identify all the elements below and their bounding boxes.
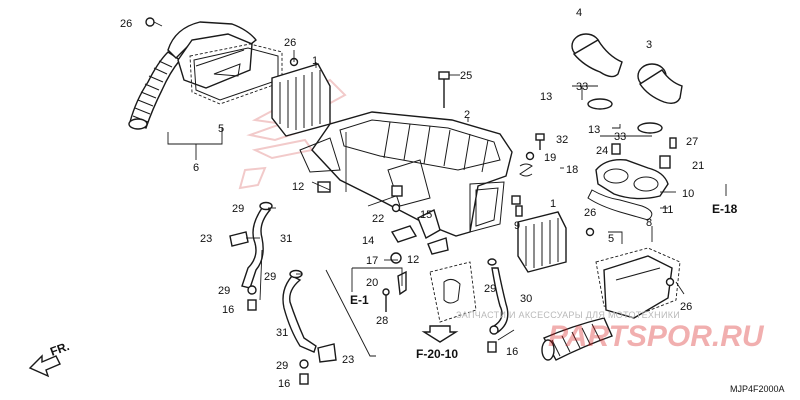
callout-23[interactable]: 23	[342, 354, 354, 366]
air-funnel-assembly[interactable]	[128, 17, 283, 130]
callout-33[interactable]: 33	[614, 131, 626, 143]
air-funnels[interactable]	[571, 33, 683, 134]
callout-33[interactable]: 33	[576, 81, 588, 93]
air-cleaner-housing[interactable]	[299, 71, 513, 237]
callout-6[interactable]: 6	[193, 162, 199, 174]
callout-29[interactable]: 29	[218, 285, 230, 297]
callout-27[interactable]: 27	[686, 136, 698, 148]
callout-1[interactable]: 1	[550, 198, 556, 210]
callout-32[interactable]: 32	[556, 134, 568, 146]
callout-30[interactable]: 30	[520, 293, 532, 305]
callout-12[interactable]: 12	[292, 181, 304, 193]
callout-4[interactable]: 4	[576, 7, 582, 19]
callout-23[interactable]: 23	[200, 233, 212, 245]
reference-e18[interactable]: E-18	[712, 202, 738, 216]
front-direction-arrow	[28, 354, 61, 378]
callout-14[interactable]: 14	[362, 235, 374, 247]
small-fittings[interactable]	[317, 133, 545, 312]
callout-11[interactable]: 11	[662, 204, 673, 216]
callout-13[interactable]: 13	[540, 91, 552, 103]
callout-1[interactable]: 1	[312, 55, 318, 67]
air-filter-element-right[interactable]	[517, 211, 595, 273]
callout-26[interactable]: 26	[120, 18, 132, 30]
callout-26[interactable]: 26	[680, 301, 692, 313]
callout-3[interactable]: 3	[646, 39, 652, 51]
callout-26[interactable]: 26	[284, 37, 296, 49]
callout-20[interactable]: 20	[366, 277, 378, 289]
callout-5[interactable]: 5	[218, 123, 224, 135]
callout-18[interactable]: 18	[566, 164, 578, 176]
callout-22[interactable]: 22	[372, 213, 384, 225]
callout-29[interactable]: 29	[264, 271, 276, 283]
callout-17[interactable]: 17	[366, 255, 378, 267]
callout-28[interactable]: 28	[376, 315, 388, 327]
callout-9[interactable]: 9	[514, 220, 520, 232]
callout-10[interactable]: 10	[682, 188, 694, 200]
diagram-code: MJP4F2000A	[730, 384, 785, 394]
reference-f2010[interactable]: F-20-10	[416, 347, 458, 361]
funnel-base-seal[interactable]	[587, 137, 677, 221]
callout-19[interactable]: 19	[544, 152, 556, 164]
callout-31[interactable]: 31	[276, 327, 288, 339]
watermark-brand: PARTSPOR.RU	[548, 320, 765, 353]
callout-13[interactable]: 13	[588, 124, 600, 136]
callout-21[interactable]: 21	[692, 160, 704, 172]
callout-25[interactable]: 25	[460, 70, 472, 82]
callout-15[interactable]: 15	[420, 209, 432, 221]
crankcase-breather-area[interactable]	[421, 261, 477, 343]
leader-lines	[167, 50, 727, 357]
callout-16[interactable]: 16	[506, 346, 518, 358]
callout-26[interactable]: 26	[584, 207, 596, 219]
watermark-text: ЗАПЧАСТИ И АКСЕССУАРЫ ДЛЯ МОТОТЕХНИКИ	[456, 310, 680, 320]
callout-16[interactable]: 16	[278, 378, 290, 390]
drain-hose-right[interactable]	[487, 258, 509, 353]
callout-numbers: 26 26 1 5 6 25 2 12 12 29 23 31 29 29 16…	[120, 7, 704, 390]
air-filter-element-left[interactable]	[271, 57, 331, 137]
reference-e1[interactable]: E-1	[350, 293, 369, 307]
callout-31[interactable]: 31	[280, 233, 292, 245]
callout-29[interactable]: 29	[232, 203, 244, 215]
callout-24[interactable]: 24	[596, 145, 608, 157]
callout-16[interactable]: 16	[222, 304, 234, 316]
air-cleaner-cover-right[interactable]	[541, 247, 681, 361]
callout-8[interactable]: 8	[646, 217, 652, 229]
callout-2[interactable]: 2	[464, 109, 470, 121]
drain-hose-left[interactable]	[229, 201, 337, 385]
front-label: FR.	[48, 339, 71, 359]
callout-29[interactable]: 29	[484, 283, 496, 295]
callout-5[interactable]: 5	[608, 233, 614, 245]
callout-29[interactable]: 29	[276, 360, 288, 372]
callout-12[interactable]: 12	[407, 254, 419, 266]
